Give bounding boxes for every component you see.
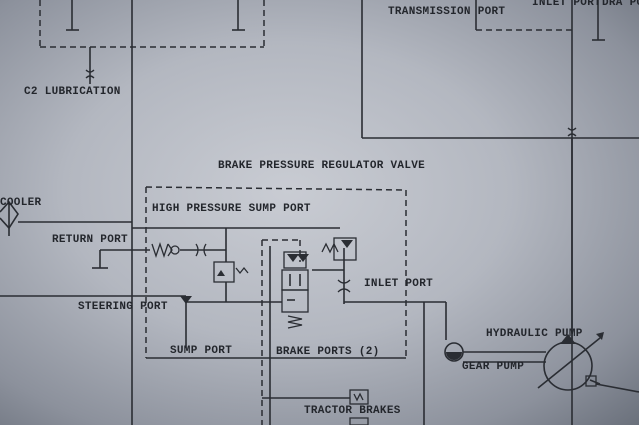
regulator-valve-envelope	[145, 186, 407, 359]
sump-port-label: SUMP PORT	[170, 345, 233, 357]
hydraulic-pump-label: HYDRAULIC PUMP	[486, 328, 583, 340]
brake-pressure-regulator-valve-label: BRAKE PRESSURE REGULATOR VALVE	[218, 160, 426, 172]
tractor-brakes-label: TRACTOR BRAKES	[304, 405, 401, 417]
cooler-symbol	[0, 200, 132, 236]
gear-pump-label: GEAR PUMP	[462, 361, 525, 373]
transmission-port-label: TRANSMISSION PORT	[388, 6, 506, 18]
high-pressure-sump-port-label: HIGH PRESSURE SUMP PORT	[152, 203, 311, 215]
top-left-component-box	[39, 0, 265, 48]
c2-lubrication-line	[85, 47, 95, 84]
return-port-label: RETURN PORT	[52, 234, 128, 246]
c2-lubrication-label: C2 LUBRICATION	[24, 86, 121, 98]
drain-port-top-label: DRA POR	[602, 0, 639, 9]
cooler-label: COOLER	[0, 197, 42, 209]
inlet-port-label: INLET PORT	[364, 278, 434, 290]
inlet-port-top-label: INLET PORT	[532, 0, 602, 9]
steering-port-label: STEERING PORT	[78, 301, 168, 313]
pump-assembly	[444, 138, 639, 393]
tractor-brakes-circuit	[262, 389, 369, 425]
brake-ports-label: BRAKE PORTS (2)	[276, 346, 380, 358]
regulator-internal-circuit	[0, 227, 447, 425]
